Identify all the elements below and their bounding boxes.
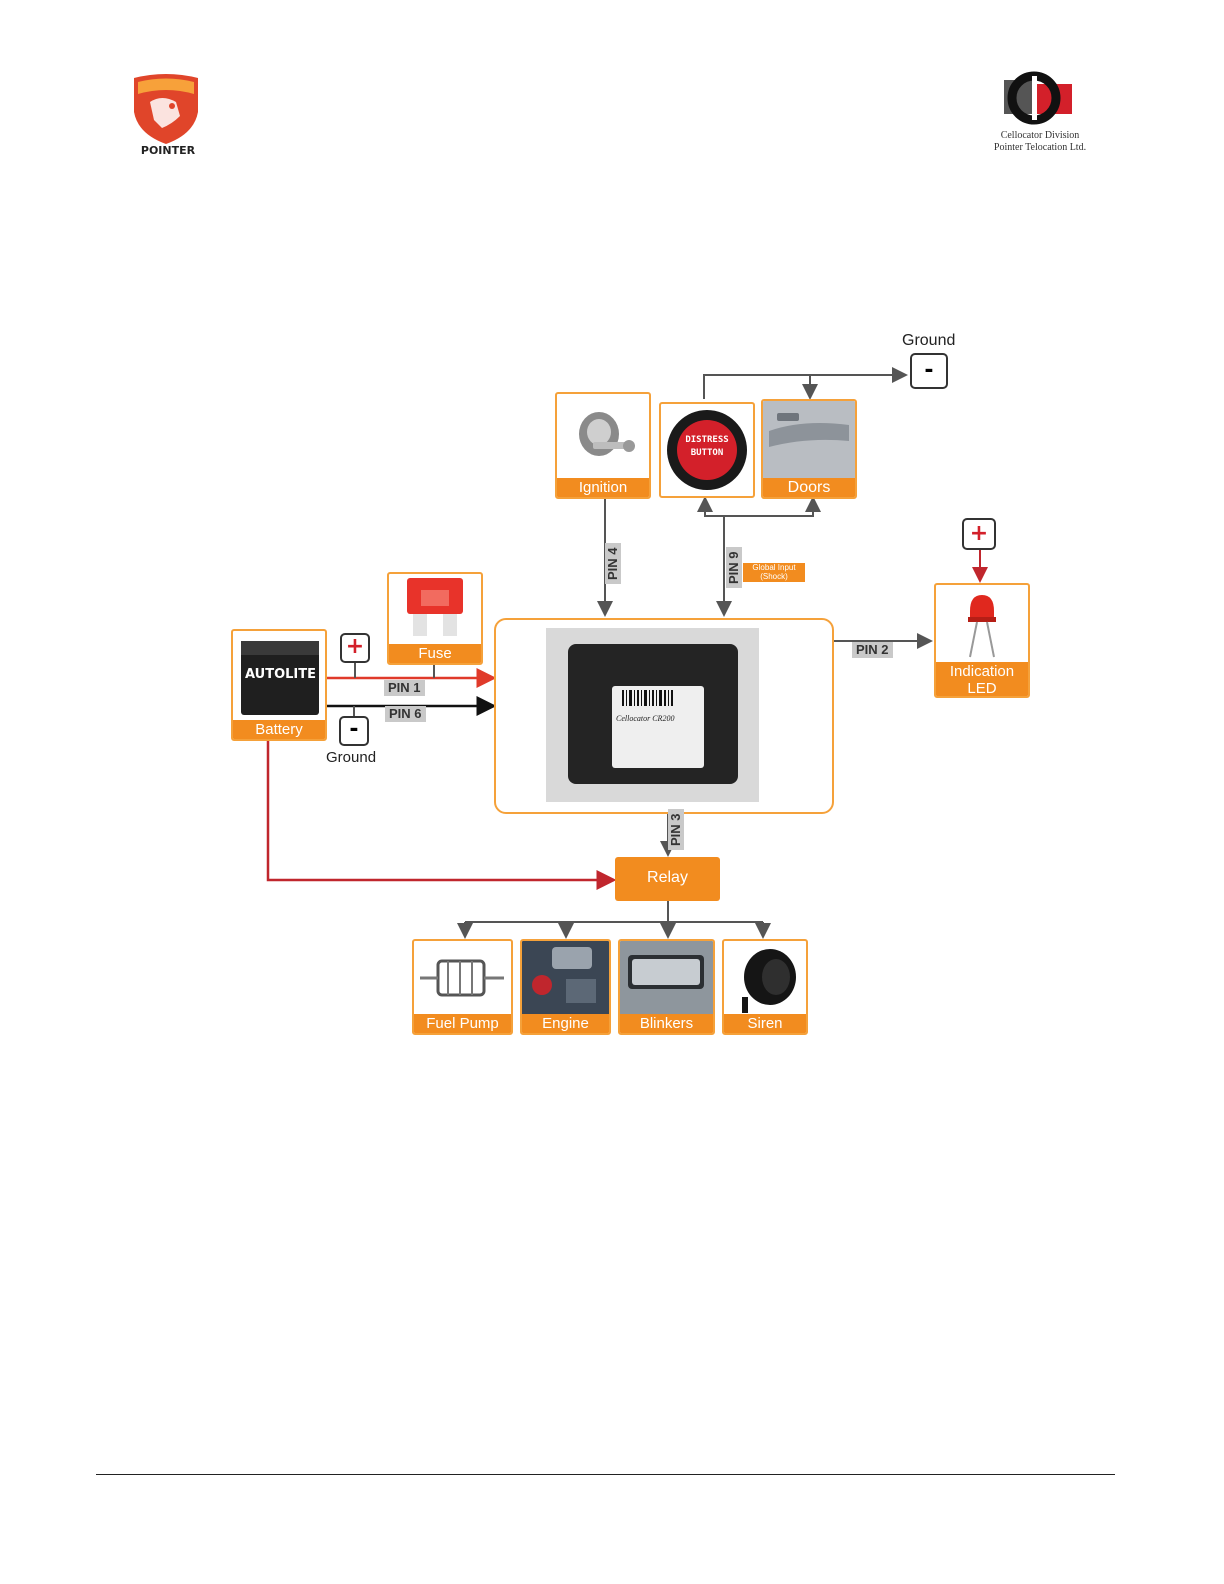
siren-card: Siren [722, 939, 808, 1035]
pin1-label: PIN 1 [384, 680, 425, 696]
tracking-device-frame: Cellocator CR200 [494, 618, 834, 814]
engine-card: Engine [520, 939, 611, 1035]
ignition-label: Ignition [557, 478, 649, 497]
pin4-label: PIN 4 [605, 543, 621, 584]
led-label: Indication LED [936, 662, 1028, 696]
fuel-pump-label: Fuel Pump [414, 1014, 511, 1033]
fuse-card: Fuse [387, 572, 483, 665]
ignition-card: Ignition [555, 392, 651, 499]
car-door-icon [763, 401, 855, 481]
battery-label: Battery [233, 720, 325, 739]
fuel-pump-card: Fuel Pump [412, 939, 513, 1035]
siren-icon [724, 941, 806, 1017]
device-body: Cellocator CR200 [568, 644, 738, 784]
doors-card: Doors [761, 399, 857, 499]
ground-left-label: Ground [326, 749, 376, 766]
pin6-label: PIN 6 [385, 706, 426, 722]
fuse-icon [389, 574, 481, 644]
barcode-icon [612, 686, 704, 712]
pin2-label: PIN 2 [852, 642, 893, 658]
engine-label: Engine [522, 1014, 609, 1033]
engine-icon [522, 941, 609, 1017]
battery-plus-terminal: + [340, 633, 370, 663]
doors-label: Doors [763, 478, 855, 497]
device-photo: Cellocator CR200 [546, 628, 759, 802]
indication-led-card: Indication LED [934, 583, 1030, 698]
distress-button-card: DISTRESS BUTTON [659, 402, 755, 498]
led-label-line1: Indication [936, 663, 1028, 680]
pin9-label: PIN 9 [726, 547, 742, 588]
device-sticker: Cellocator CR200 [612, 686, 704, 768]
distress-text-2: BUTTON [661, 448, 753, 458]
battery-brand: AUTOLITE [245, 667, 315, 682]
ground-top-terminal: - [910, 353, 948, 389]
fuel-pump-icon [414, 941, 511, 1017]
led-label-line2: LED [936, 680, 1028, 697]
blinkers-label: Blinkers [620, 1014, 713, 1033]
footer-divider [96, 1474, 1115, 1475]
pin3-label: PIN 3 [668, 809, 684, 850]
blinkers-card: Blinkers [618, 939, 715, 1035]
battery-minus-terminal: - [339, 716, 369, 746]
ground-top-label: Ground [902, 332, 955, 350]
led-icon [936, 585, 1028, 665]
battery-card: AUTOLITE Battery [231, 629, 327, 741]
led-plus-terminal: + [962, 518, 996, 550]
device-sticker-title: Cellocator CR200 [616, 714, 700, 723]
relay-label: Relay [615, 869, 720, 887]
relay-box: Relay [615, 857, 720, 901]
blinker-light-icon [620, 941, 713, 1017]
ignition-key-icon [557, 394, 649, 480]
pin9-note: Global Input (Shock) [743, 563, 805, 582]
fuse-label: Fuse [389, 644, 481, 663]
siren-label: Siren [724, 1014, 806, 1033]
distress-text-1: DISTRESS [661, 435, 753, 445]
